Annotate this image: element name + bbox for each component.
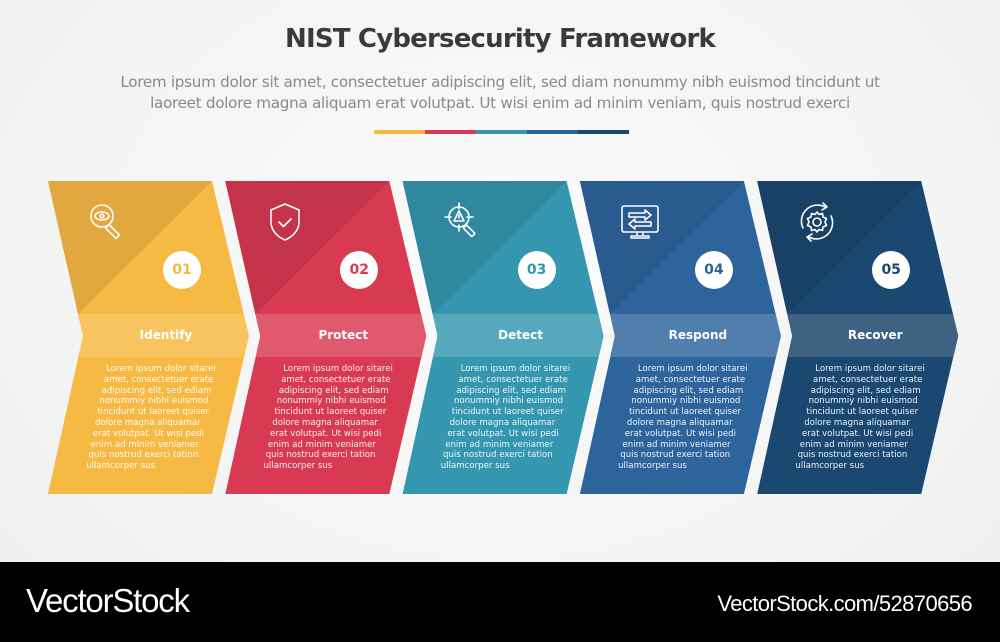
- description-line: quis nostrud exerci tation: [797, 450, 908, 461]
- step-label: Respond: [668, 328, 728, 342]
- description-line: adipiscing elit, sed ediam: [810, 385, 921, 396]
- color-divider-segment: [374, 130, 425, 134]
- step-label: Protect: [318, 328, 369, 342]
- color-divider-segment: [425, 130, 476, 134]
- chevron-diagram: [48, 181, 959, 494]
- description-line: adipiscing elit, sed ediam: [278, 385, 389, 396]
- watermark-footer: VectorStock VectorStock.com/52870656: [0, 562, 1000, 642]
- description-line: Lorem ipsum dolor sitarei: [106, 364, 216, 374]
- description-line: adipiscing elit, sed ediam: [633, 385, 744, 396]
- description-line: amet, consectetuer erate: [281, 374, 391, 385]
- subtitle-line: Lorem ipsum dolor sit amet, consectetuer…: [120, 73, 880, 91]
- step-number-badge: 04: [694, 251, 733, 289]
- description-line: erat volutpat. Ut wisi pedi: [801, 428, 914, 439]
- description-line: Lorem ipsum dolor sitarei: [283, 364, 393, 374]
- page-title: NIST Cybersecurity Framework: [284, 24, 716, 54]
- step-label: Recover: [847, 328, 903, 342]
- description-line: enim ad minim veniamer: [445, 439, 554, 450]
- description-line: nonummiy nibhi euismod: [276, 396, 386, 407]
- color-divider-segment: [476, 130, 527, 134]
- description-line: tincidunt ut laoreet quiser: [629, 407, 741, 418]
- description-line: dolore magna aliquamar: [272, 417, 378, 428]
- color-divider: [374, 130, 629, 134]
- brand-logo: VectorStock: [26, 582, 190, 619]
- description-line: amet, consectetuer erate: [635, 374, 746, 385]
- page-subtitle: Lorem ipsum dolor sit amet, consectetuer…: [60, 72, 940, 114]
- description-line: nonummiy nibhi euismod: [453, 396, 564, 407]
- description-line: quis nostrud exerci tation: [88, 450, 199, 461]
- description-line: Lorem ipsum dolor sitarei: [460, 364, 571, 374]
- description-line: erat volutpat. Ut wisi pedi: [270, 428, 382, 439]
- description-line: dolore magna aliquamar: [804, 417, 910, 428]
- description-line: ullamcorper sus: [795, 461, 865, 472]
- description-line: amet, consectetuer erate: [458, 374, 568, 385]
- step-label: Detect: [498, 328, 543, 342]
- shield-check-icon: [261, 198, 309, 246]
- description-line: Lorem ipsum dolor sitarei: [815, 364, 925, 374]
- description-line: nonummiy nibhi euismod: [808, 396, 918, 407]
- description-line: dolore magna aliquamar: [449, 417, 556, 428]
- chevron-shade: [757, 181, 922, 314]
- description-line: adipiscing elit, sed ediam: [101, 385, 212, 396]
- chevron-shade: [402, 181, 567, 314]
- description-line: adipiscing elit, sed ediam: [456, 385, 566, 396]
- description-line: dolore magna aliquamar: [95, 417, 201, 428]
- description-line: erat volutpat. Ut wisi pedi: [624, 428, 736, 439]
- description-line: quis nostrud exerci tation: [265, 450, 376, 461]
- color-divider-segment: [527, 130, 578, 134]
- description-line: Lorem ipsum dolor sitarei: [637, 364, 748, 374]
- image-url: VectorStock.com/52870656: [717, 591, 972, 616]
- chevron-shade: [225, 181, 390, 314]
- description-line: ullamcorper sus: [263, 461, 333, 472]
- description-line: tincidunt ut laoreet quiser: [97, 407, 210, 418]
- description-line: nonummiy nibhi euismod: [99, 396, 209, 407]
- step-number-badge: 05: [872, 251, 911, 289]
- eye-magnifier-icon: [84, 198, 132, 246]
- description-line: enim ad minim veniamer: [267, 439, 376, 450]
- color-divider-segment: [578, 130, 629, 134]
- description-line: dolore magna aliquamar: [626, 417, 733, 428]
- monitor-exchange-icon: [616, 198, 664, 246]
- description-line: quis nostrud exerci tation: [620, 450, 731, 461]
- description-line: enim ad minim veniamer: [622, 439, 731, 450]
- step-label: Identify: [139, 328, 193, 342]
- description-line: ullamcorper sus: [618, 461, 687, 472]
- description-line: tincidunt ut laoreet quiser: [806, 407, 919, 418]
- label-band: [255, 314, 427, 357]
- chevron-shade: [48, 181, 212, 314]
- description-line: ullamcorper sus: [86, 461, 155, 472]
- step-number-badge: 03: [517, 251, 556, 289]
- description-line: enim ad minim veniamer: [799, 439, 908, 450]
- gear-refresh-icon: [793, 198, 841, 246]
- chevron-shade: [579, 181, 744, 314]
- description-line: enim ad minim veniamer: [90, 439, 199, 450]
- step-number-badge: 02: [340, 251, 379, 289]
- label-band: [787, 314, 959, 357]
- description-line: tincidunt ut laoreet quiser: [451, 407, 564, 418]
- description-line: amet, consectetuer erate: [103, 374, 214, 385]
- subtitle-line: laoreet dolore magna aliquam erat volutp…: [150, 94, 850, 112]
- label-band: [432, 314, 604, 357]
- label-band: [78, 314, 249, 357]
- threat-search-icon: [439, 198, 487, 246]
- description-line: ullamcorper sus: [440, 461, 510, 472]
- label-band: [609, 314, 781, 357]
- description-line: nonummiy nibhi euismod: [631, 396, 741, 407]
- step-number-badge: 01: [163, 251, 201, 289]
- description-line: erat volutpat. Ut wisi pedi: [92, 428, 205, 439]
- description-line: tincidunt ut laoreet quiser: [274, 407, 387, 418]
- description-line: erat volutpat. Ut wisi pedi: [447, 428, 559, 439]
- description-line: amet, consectetuer erate: [812, 374, 923, 385]
- description-line: quis nostrud exerci tation: [442, 450, 553, 461]
